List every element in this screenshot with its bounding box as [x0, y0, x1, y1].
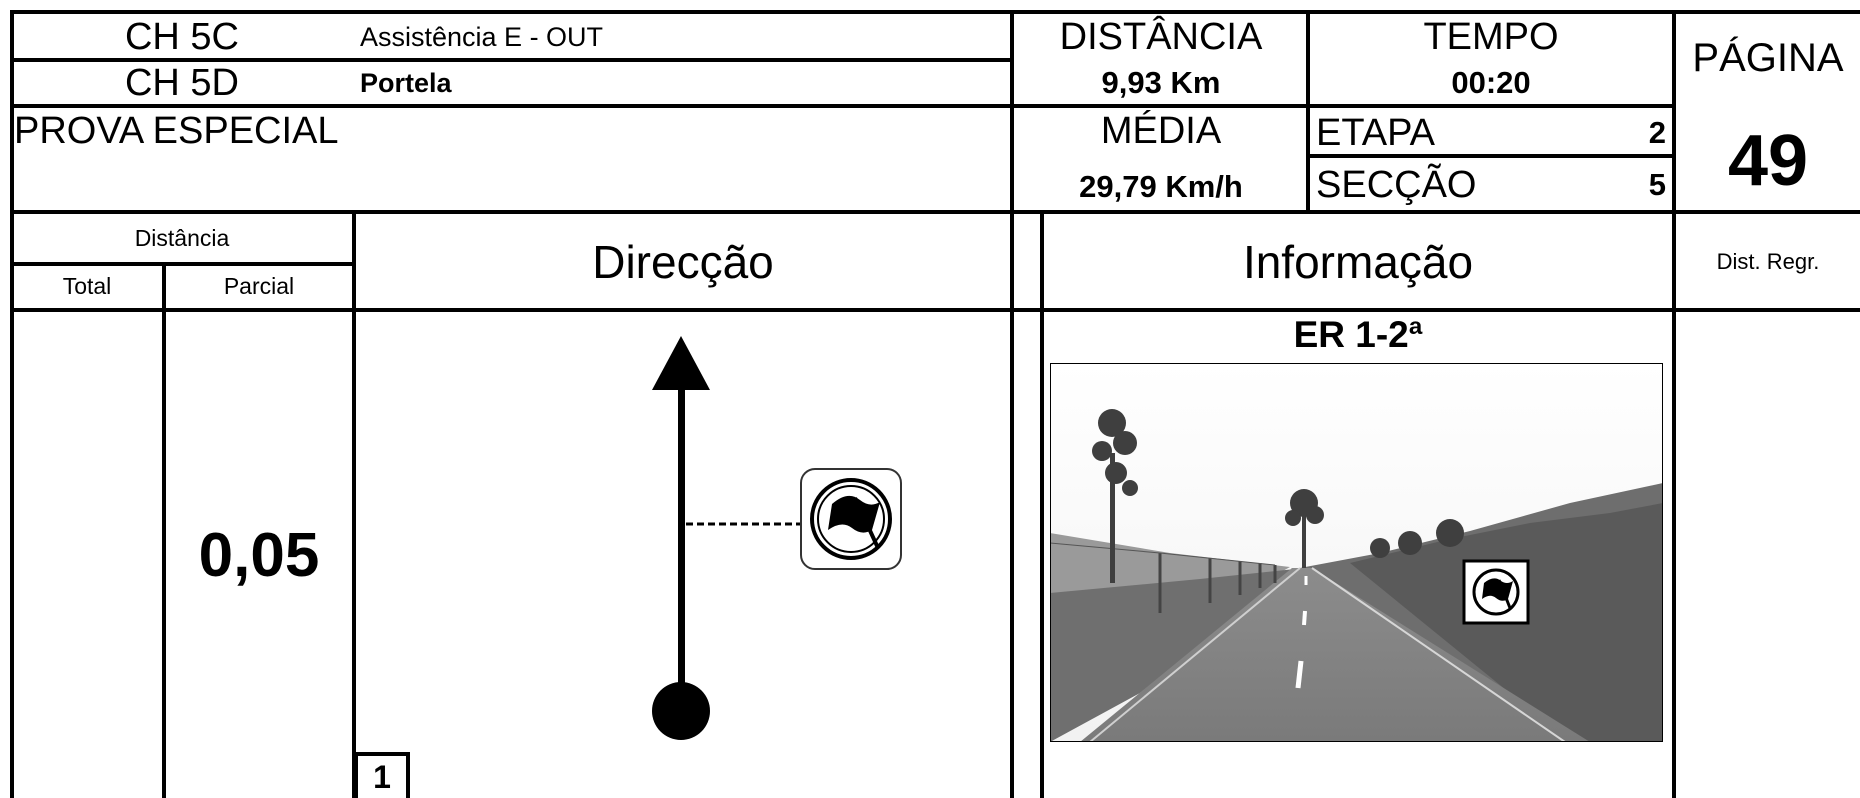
partial-column-header: Parcial — [223, 272, 295, 299]
stage-label: ETAPA — [1316, 112, 1435, 154]
control-code-2: CH 5D — [124, 61, 240, 104]
line-v-1040 — [1040, 212, 1044, 798]
flag-sign-icon — [1462, 559, 1530, 625]
line-v-1672 — [1672, 10, 1676, 798]
line-v-352 — [352, 212, 356, 798]
row-index-box: 1 — [354, 752, 410, 798]
start-dot-icon — [652, 682, 710, 740]
frame-left — [10, 10, 14, 798]
row-dist-regr — [1676, 316, 1860, 796]
time-label: TEMPO — [1423, 15, 1559, 58]
direction-diagram — [652, 336, 902, 740]
stage-value: 2 — [1648, 115, 1666, 150]
control-name-1: Assistência E - OUT — [360, 22, 604, 52]
line-columns-bottom — [10, 308, 1860, 312]
total-column-header: Total — [62, 272, 112, 299]
dist-regr-column-header: Dist. Regr. — [1716, 249, 1820, 274]
line-ch-separator — [10, 58, 1014, 62]
control-name-2: Portela — [360, 68, 452, 98]
section-type: PROVA ESPECIAL — [14, 110, 339, 152]
line-header-bottom — [10, 210, 1860, 214]
distance-value: 9,93 Km — [1101, 65, 1221, 100]
line-stage-section — [1310, 154, 1674, 158]
line-distance-sub — [10, 262, 356, 266]
control-code-1: CH 5C — [124, 15, 240, 58]
section-value: 5 — [1648, 167, 1666, 202]
distance-column-header: Distância — [134, 224, 230, 251]
page-number: 49 — [1727, 121, 1809, 201]
line-v-1306 — [1306, 10, 1310, 212]
row-info-title: ER 1-2ª — [1293, 314, 1423, 355]
direction-column-header: Direcção — [592, 236, 774, 288]
row-total-distance — [12, 316, 162, 796]
page-label: PÁGINA — [1692, 35, 1844, 80]
row-partial-distance: 0,05 — [198, 520, 320, 590]
frame-top — [10, 10, 1860, 14]
flag-sign-icon — [800, 468, 902, 570]
time-value: 00:20 — [1451, 65, 1531, 100]
section-label: SECÇÃO — [1316, 164, 1477, 206]
average-label: MÉDIA — [1100, 109, 1222, 152]
line-v-162 — [162, 262, 166, 798]
line-v-1010 — [1010, 10, 1014, 798]
row-index: 1 — [373, 758, 391, 795]
average-value: 29,79 Km/h — [1079, 169, 1243, 204]
information-column-header: Informação — [1242, 236, 1474, 288]
line-header-mid — [10, 104, 1674, 108]
arrow-up-icon — [652, 336, 710, 718]
distance-label: DISTÂNCIA — [1059, 15, 1263, 58]
road-photo — [1050, 363, 1663, 742]
